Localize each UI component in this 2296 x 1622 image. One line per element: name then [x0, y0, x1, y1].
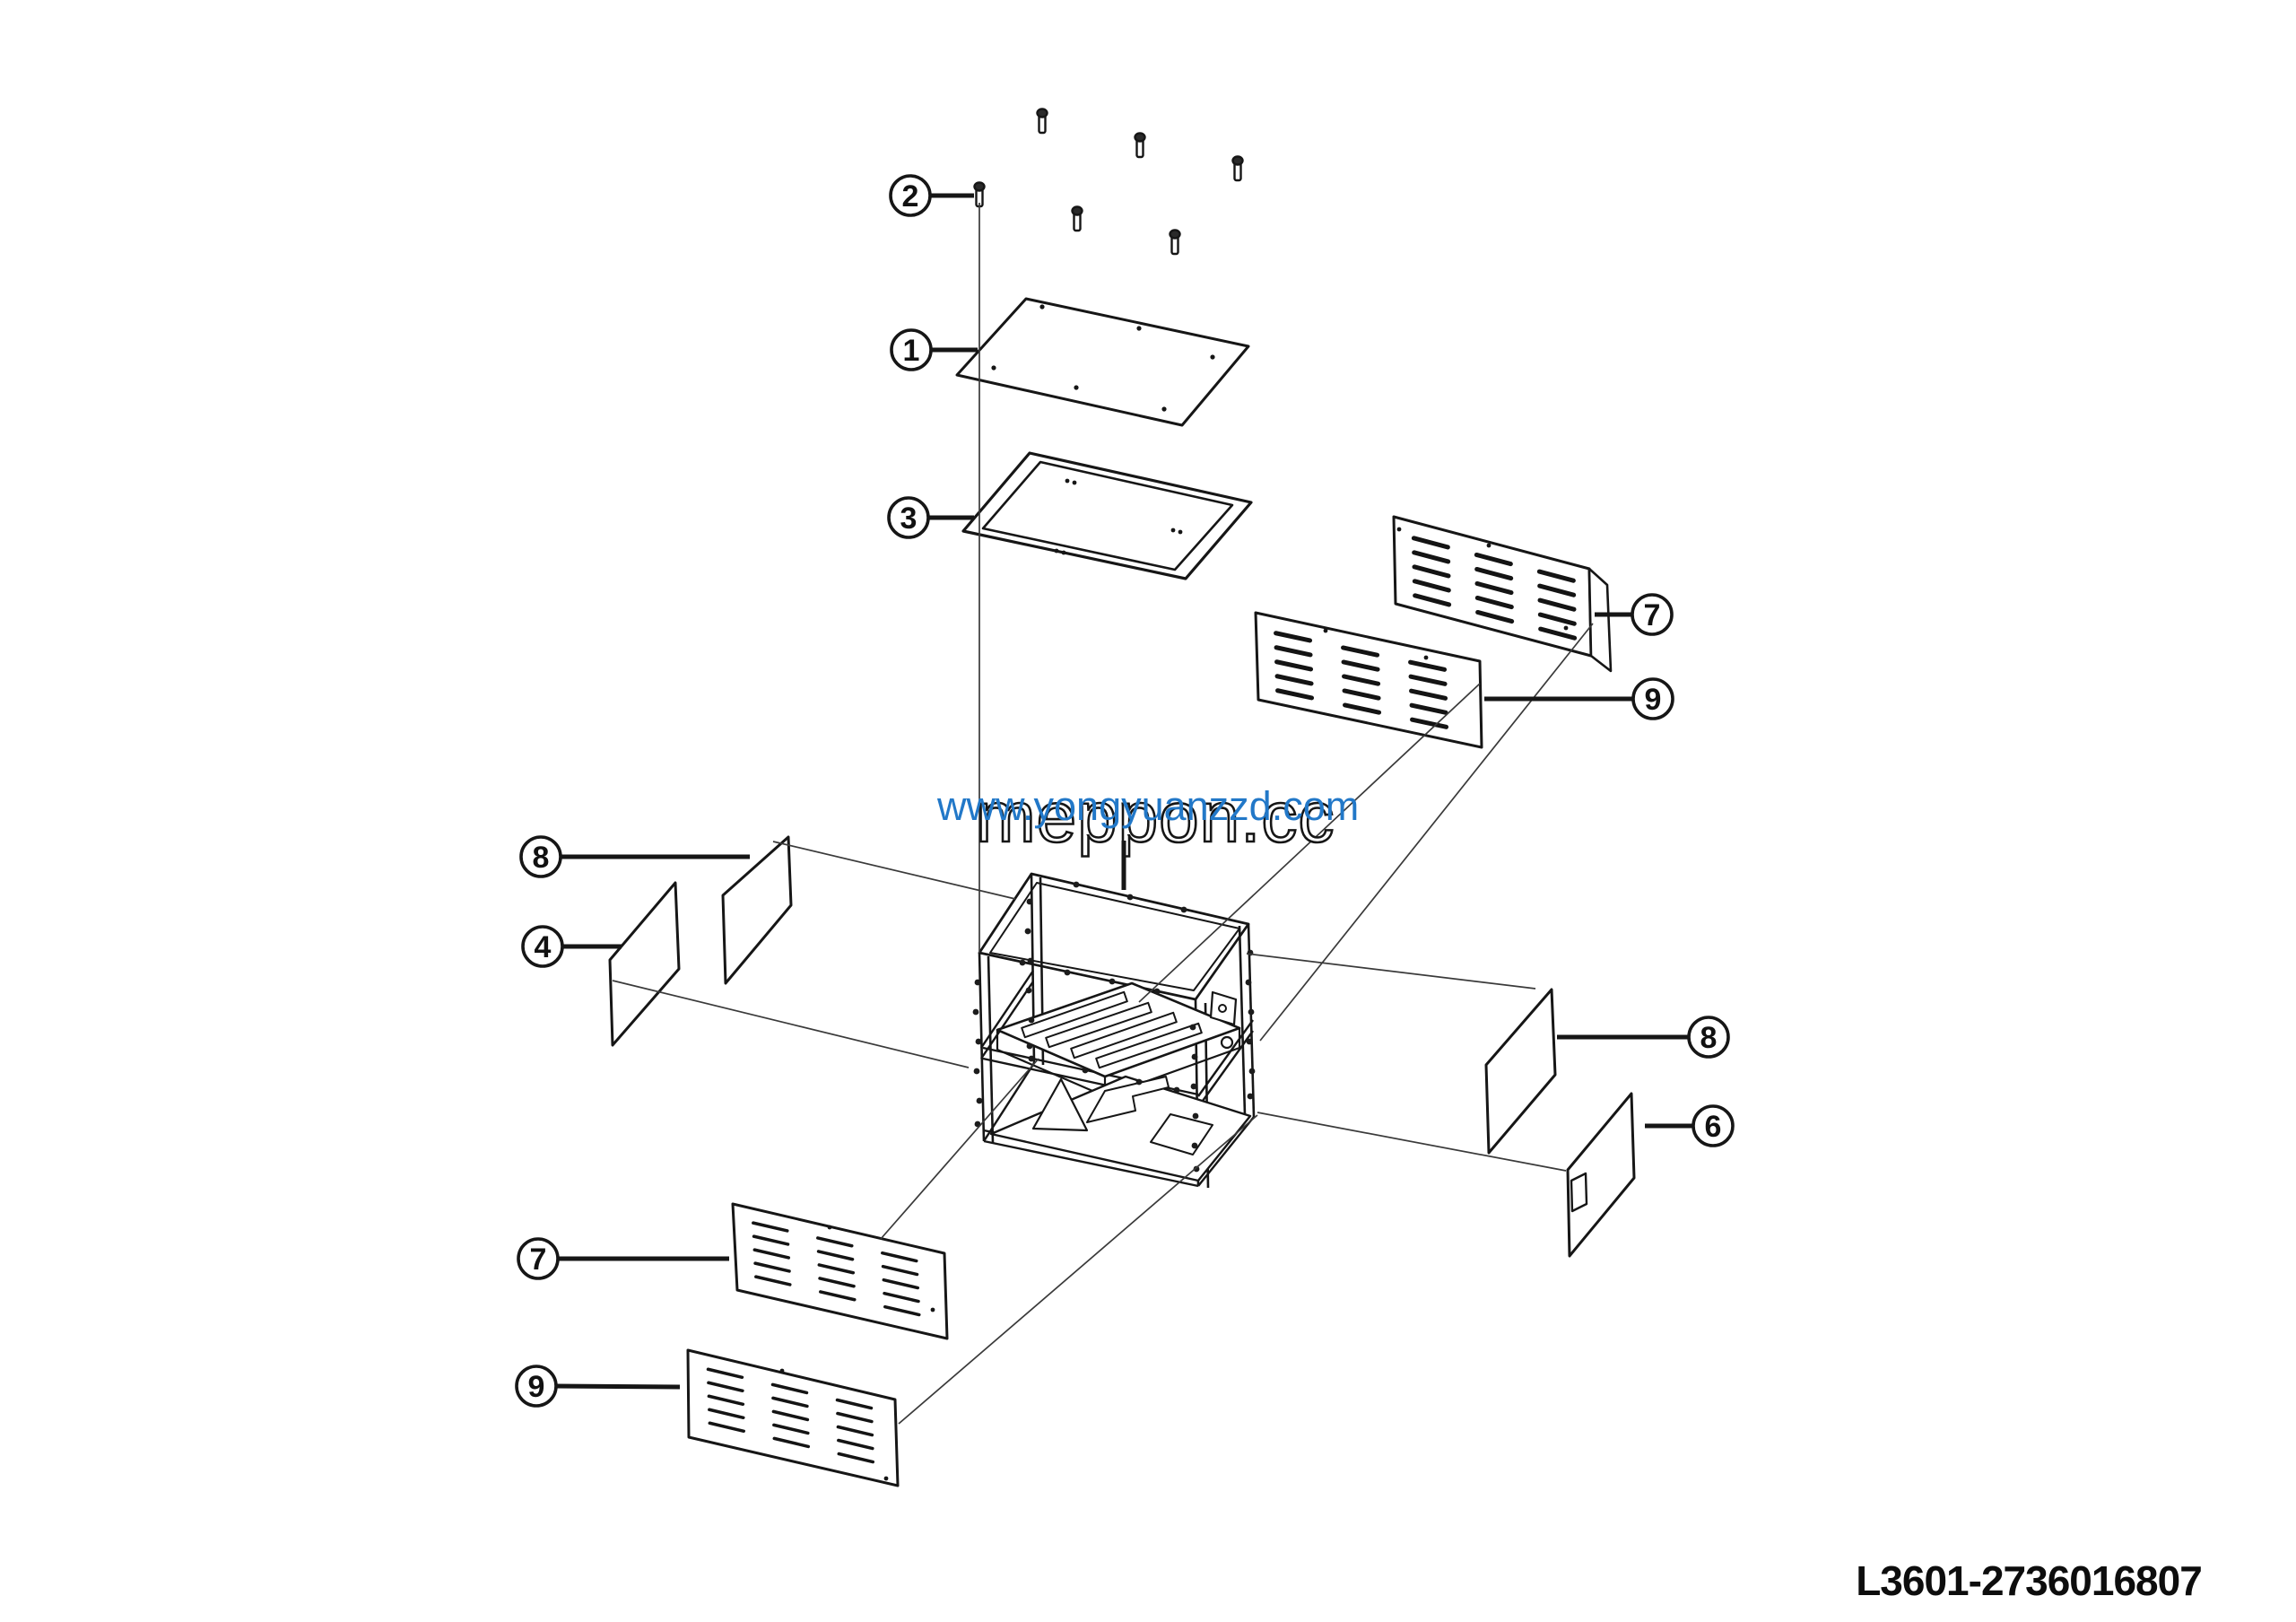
- svg-text:2: 2: [902, 179, 919, 214]
- louvers: [1274, 631, 1449, 729]
- screw-icon: [973, 181, 986, 208]
- part-vent-panel-7-bottom: [731, 1202, 949, 1340]
- main-assembly: [972, 872, 1256, 1189]
- svg-text:7: 7: [1644, 598, 1661, 632]
- frame-screw-holes: [972, 881, 1256, 1173]
- alignment-lines: [612, 203, 1594, 1425]
- part-plate-8-right: [1484, 988, 1557, 1155]
- watermark-outline-text: meppon.cc: [976, 777, 1335, 857]
- callout-7-top: 7: [1595, 593, 1674, 636]
- svg-text:7: 7: [530, 1243, 547, 1277]
- callout-9-bottom: 9: [515, 1365, 681, 1408]
- screw-icon: [1071, 205, 1083, 232]
- svg-text:8: 8: [1700, 1021, 1718, 1055]
- screw-icon: [1169, 229, 1181, 256]
- callout-6: 6: [1645, 1104, 1735, 1147]
- callout-2: 2: [889, 174, 974, 217]
- part-vent-panel-7-top: [1392, 515, 1613, 673]
- terminal-block: [1209, 990, 1238, 1050]
- callout-9-top: 9: [1484, 677, 1674, 720]
- screw-group: [973, 108, 1244, 256]
- callout-8-left: 8: [519, 835, 750, 878]
- part-plate-6: [1566, 1092, 1636, 1258]
- screw-icon: [1134, 132, 1146, 159]
- louvers: [706, 1367, 875, 1464]
- svg-text:3: 3: [900, 501, 918, 536]
- callout-8-right: 8: [1557, 1016, 1730, 1059]
- part-plate-4: [608, 881, 681, 1047]
- callout-1: 1: [890, 328, 978, 371]
- callout-7-bottom: 7: [517, 1237, 729, 1280]
- louvers: [1411, 536, 1578, 641]
- heater-shelf: [996, 981, 1241, 1098]
- part-top-cover: [955, 297, 1250, 427]
- svg-text:9: 9: [528, 1370, 545, 1404]
- screw-icon: [1036, 108, 1048, 135]
- part-gasket: [961, 451, 1253, 580]
- callouts: 2 1 3 7 9 8 4 8 6 7 9: [515, 174, 1735, 1408]
- callout-4: 4: [521, 925, 622, 968]
- svg-text:1: 1: [903, 334, 920, 368]
- part-vent-panel-9-top: [1254, 611, 1483, 749]
- svg-text:9: 9: [1645, 683, 1662, 717]
- svg-text:8: 8: [533, 841, 550, 875]
- svg-text:6: 6: [1705, 1110, 1722, 1144]
- part-plate-8-left: [721, 835, 793, 985]
- screw-icon: [1231, 155, 1244, 182]
- louvers: [752, 1221, 921, 1317]
- drawing-number: L3601-2736016807: [1856, 1557, 2202, 1604]
- part-vent-panel-9-bottom: [686, 1348, 900, 1487]
- callout-3: 3: [887, 496, 974, 539]
- watermark-url-text: www.yongyuanzzd.com: [936, 783, 1359, 829]
- svg-text:4: 4: [535, 930, 552, 964]
